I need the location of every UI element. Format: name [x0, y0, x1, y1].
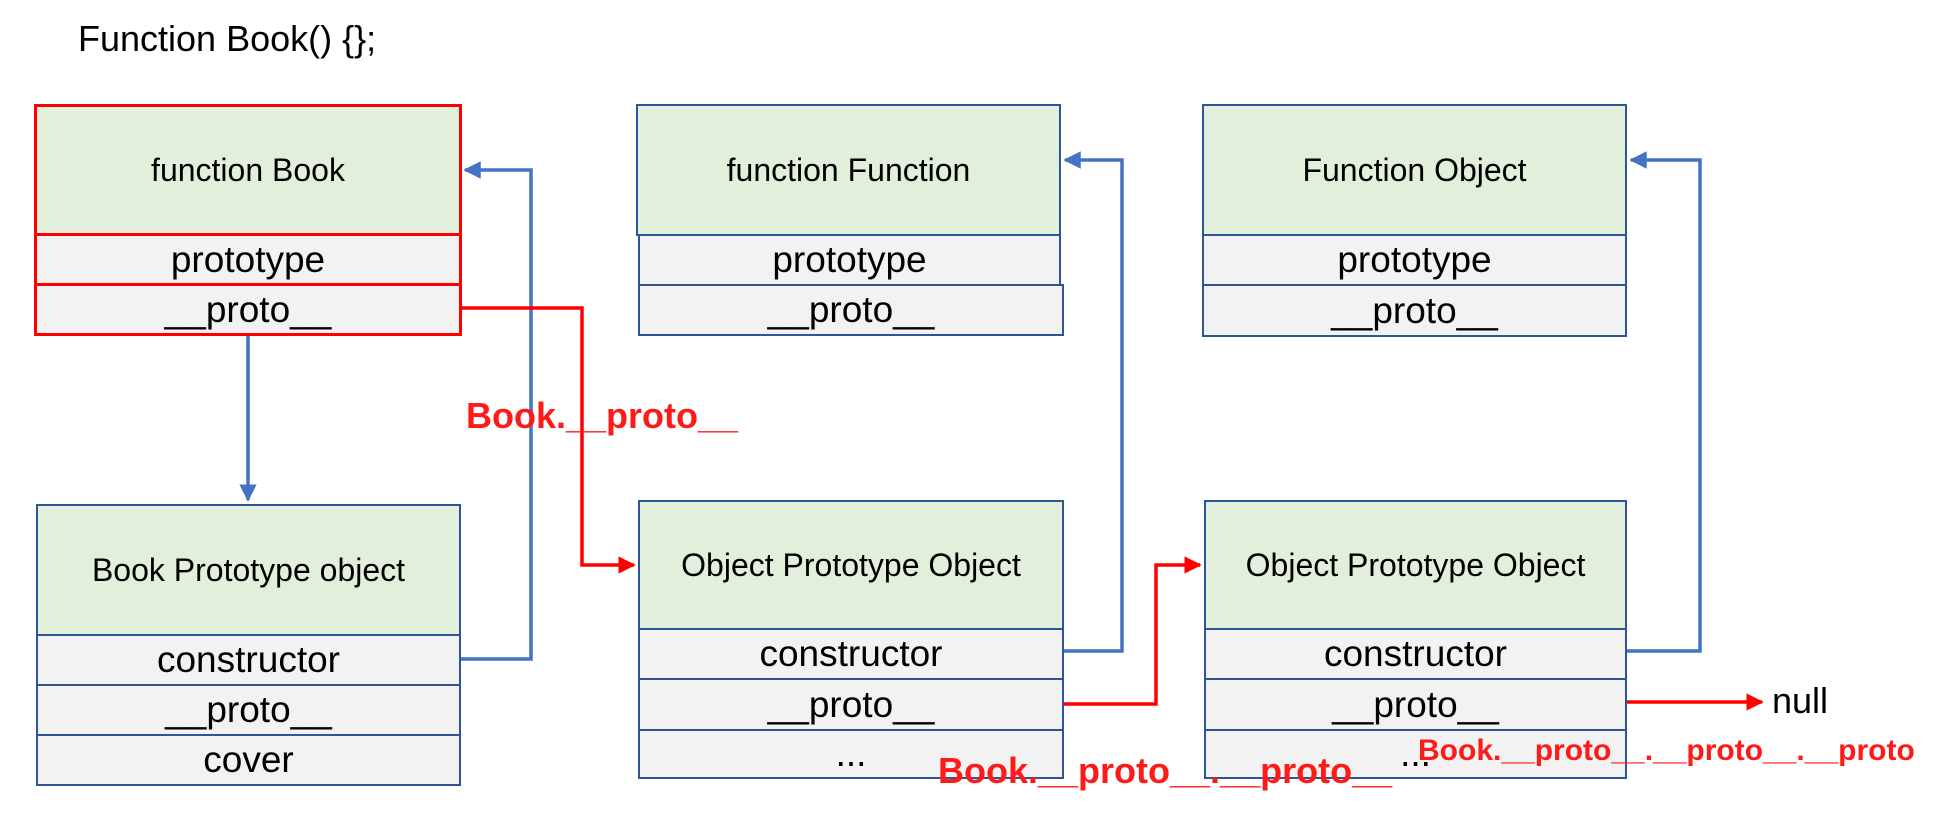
- label-book-proto: Book.__proto__: [466, 395, 739, 436]
- function-object-prototype: prototype: [1202, 234, 1627, 286]
- null-label: null: [1772, 680, 1829, 721]
- function-function-proto: __proto__: [638, 284, 1064, 336]
- object-prototype-2-proto: __proto__: [1204, 678, 1627, 731]
- book-prototype-constructor: constructor: [36, 634, 461, 686]
- function-function-prototype: prototype: [638, 234, 1061, 286]
- object-prototype-1-header: Object Prototype Object: [638, 500, 1064, 630]
- arrow-book-constructor: [461, 161, 533, 661]
- arrow-objproto1-constructor: [1063, 151, 1124, 653]
- function-object-header: Function Object: [1202, 104, 1627, 236]
- function-book-header: function Book: [34, 104, 462, 236]
- object-prototype-2-ellipsis: ...: [1204, 729, 1627, 779]
- label-book-proto-proto: Book.__proto__.__proto__: [938, 750, 1393, 791]
- function-book-proto: __proto__: [34, 283, 462, 336]
- object-prototype-2-constructor: constructor: [1204, 628, 1627, 680]
- book-prototype-header: Book Prototype object: [36, 504, 461, 636]
- arrow-book-proto: [462, 306, 636, 574]
- function-book-prototype: prototype: [34, 233, 462, 286]
- label-book-proto-proto-proto: Book.__proto__.__proto__.__proto: [1418, 734, 1915, 767]
- object-prototype-1-ellipsis: ...: [638, 729, 1064, 779]
- arrow-objproto2-constructor: [1627, 151, 1702, 653]
- page-title: Function Book() {};: [78, 18, 377, 59]
- book-prototype-cover: cover: [36, 734, 461, 786]
- arrow-objproto1-proto: [1064, 556, 1202, 706]
- object-prototype-1-proto: __proto__: [638, 678, 1064, 731]
- function-object-proto: __proto__: [1202, 284, 1627, 337]
